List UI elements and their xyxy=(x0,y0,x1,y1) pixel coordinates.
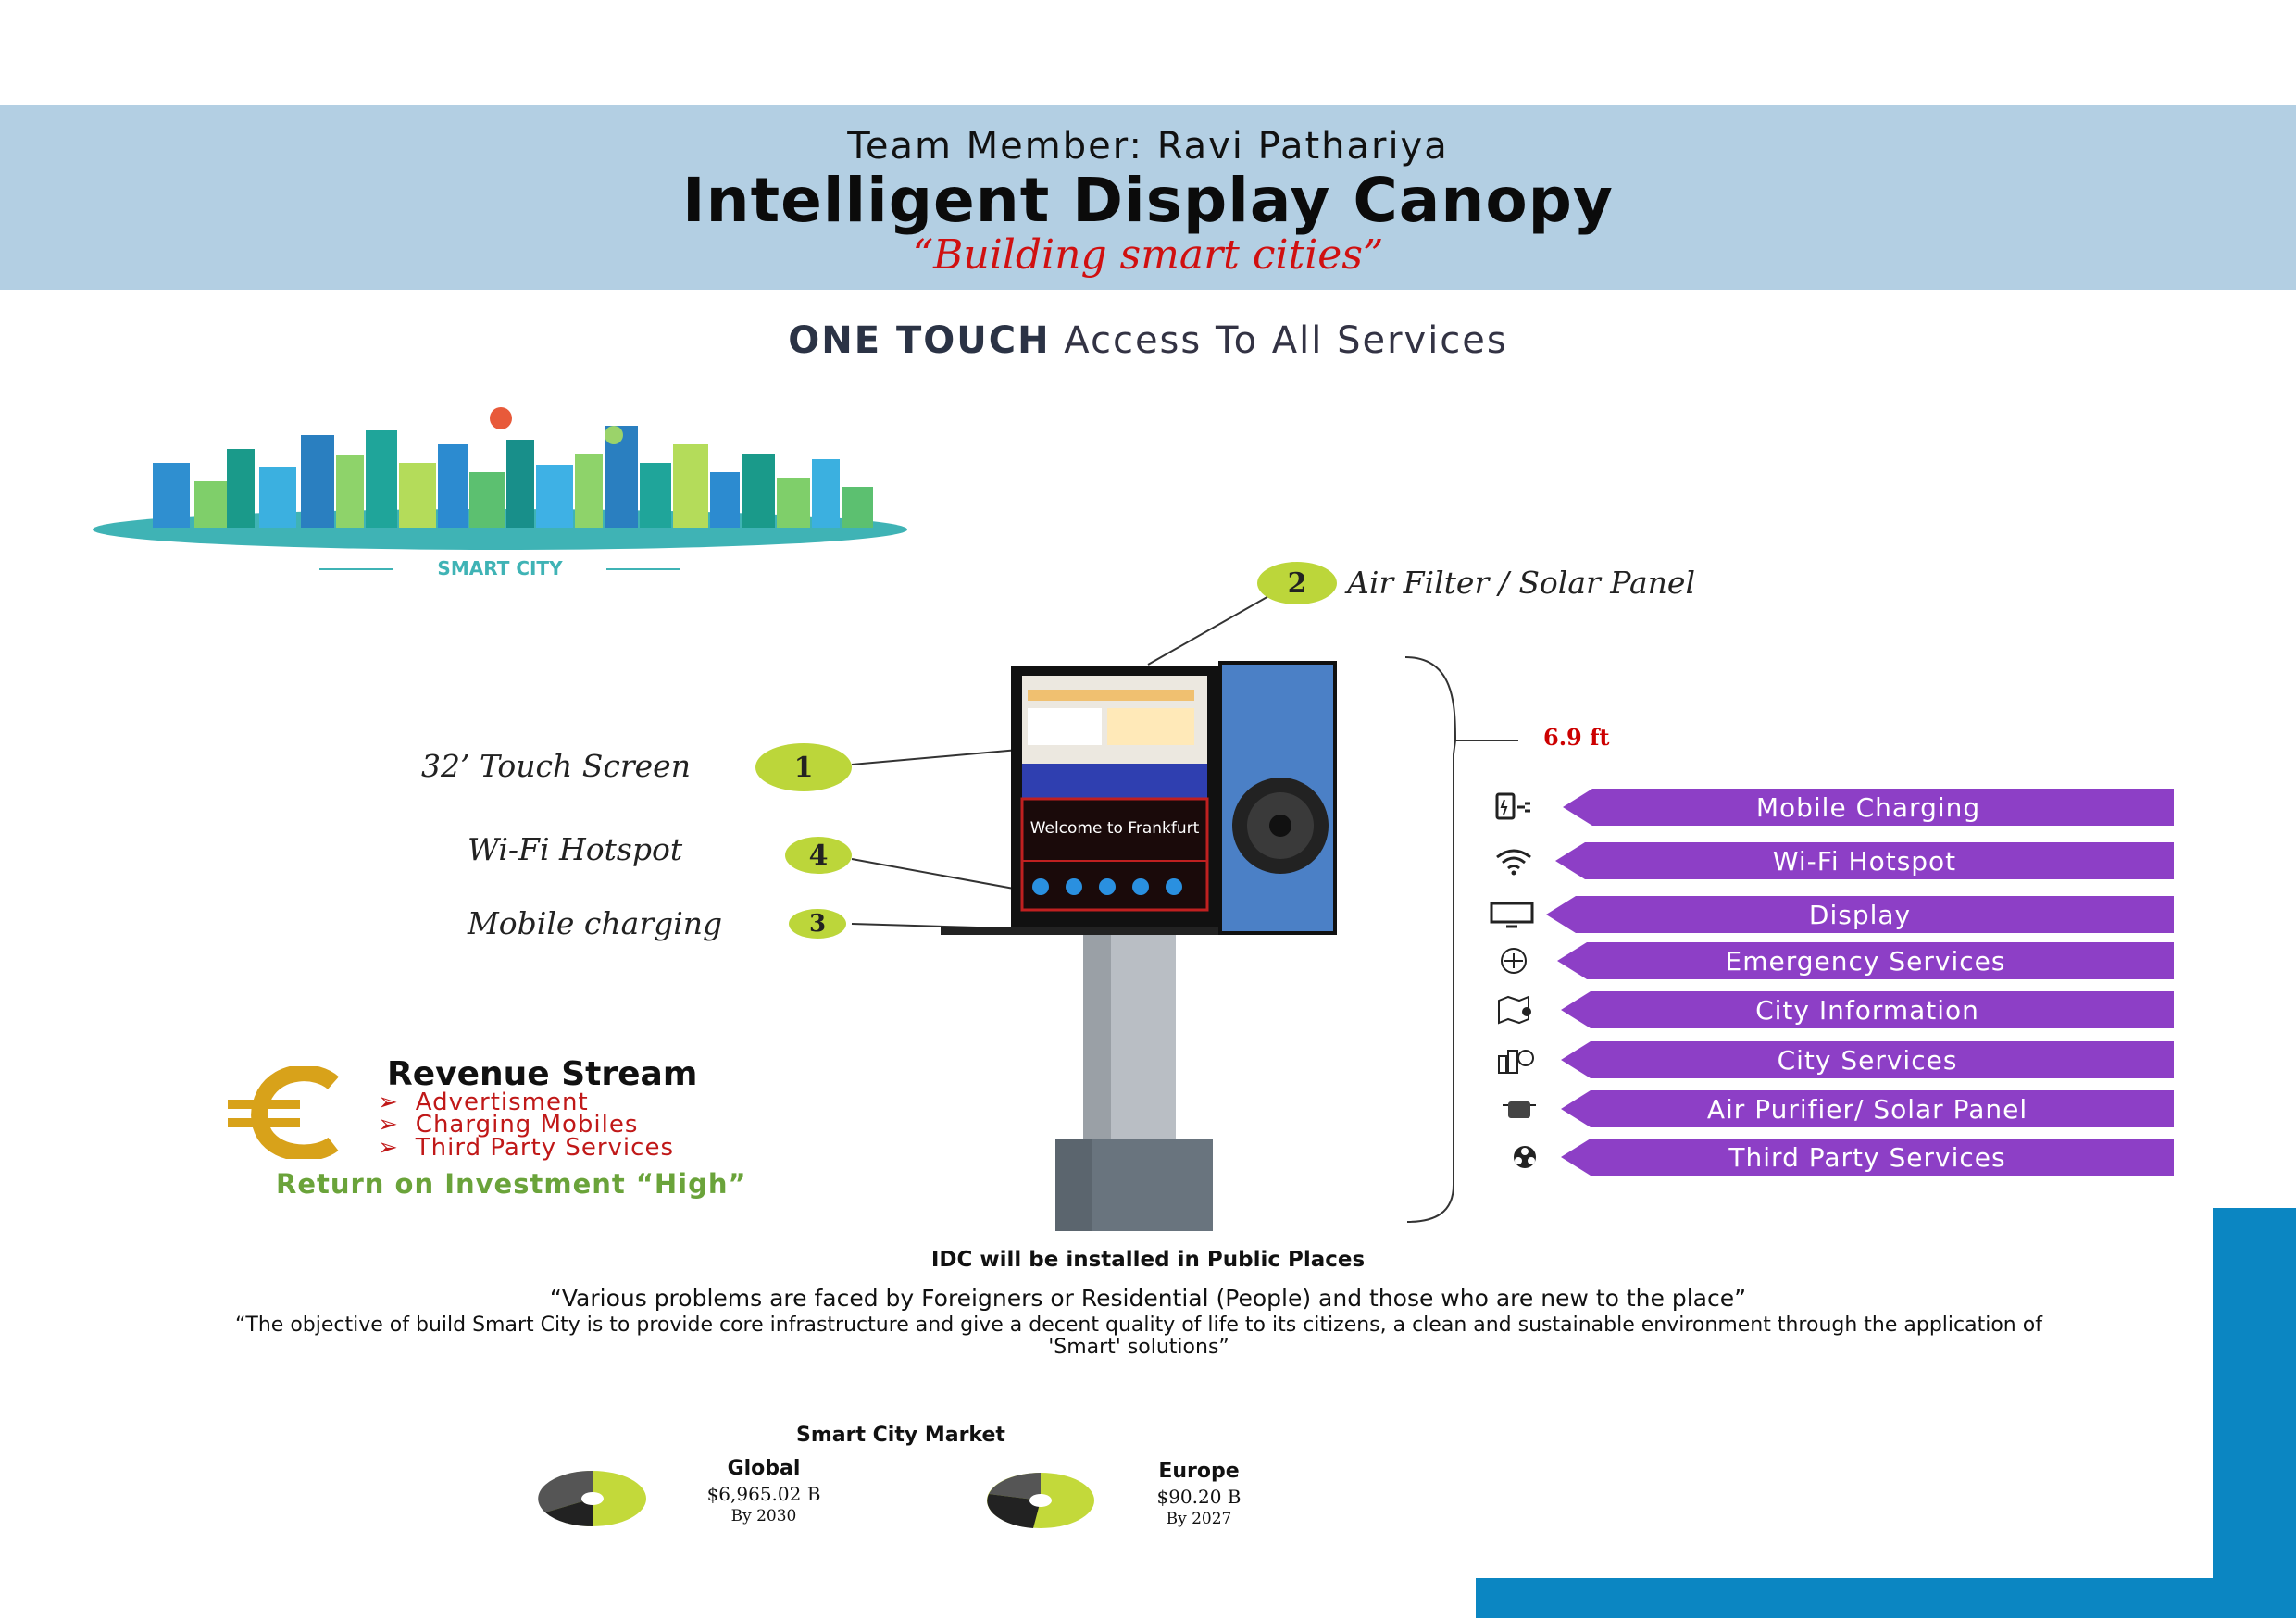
height-bracket xyxy=(1404,656,1518,1223)
city-buildings xyxy=(153,426,873,528)
callout-label-mobile-charging: Mobile charging xyxy=(468,905,723,941)
page-title: Intelligent Display Canopy xyxy=(682,165,1614,236)
revenue-item: ➢ Charging Mobiles xyxy=(378,1111,638,1139)
callout-badge-2: 2 xyxy=(1257,562,1337,604)
revenue-item-label: Advertisment xyxy=(415,1089,589,1116)
third-party-icon xyxy=(1502,1139,1548,1176)
callout-label-wifi: Wi-Fi Hotspot xyxy=(468,831,683,867)
accent-bar-bottom xyxy=(1476,1578,2296,1618)
balloon-icon xyxy=(605,426,623,444)
service-city-information[interactable]: City Information xyxy=(1561,991,2174,1028)
city-services-icon xyxy=(1492,1041,1539,1078)
roi-text: Return on Investment “High” xyxy=(276,1168,747,1200)
revenue-item-label: Third Party Services xyxy=(415,1134,674,1162)
arrow-bullet-icon: ➢ xyxy=(378,1111,399,1139)
service-wifi-hotspot[interactable]: Wi-Fi Hotspot xyxy=(1555,842,2174,879)
callout-badge-1: 1 xyxy=(755,743,852,791)
problem-quote: “Various problems are faced by Foreigner… xyxy=(549,1285,1747,1312)
one-touch-subtitle: ONE TOUCH Access To All Services xyxy=(0,319,2296,362)
kiosk-illustration: Welcome to Frankfurt xyxy=(941,661,1337,1231)
screen-welcome-text: Welcome to Frankfurt xyxy=(1030,819,1200,838)
callout-badge-3: 3 xyxy=(789,909,846,939)
global-market-donut xyxy=(538,1470,646,1527)
monitor-icon xyxy=(1489,896,1535,933)
revenue-item: ➢ Advertisment xyxy=(378,1089,589,1116)
callout-badge-4: 4 xyxy=(785,837,852,874)
air-purifier-icon xyxy=(1496,1090,1542,1127)
market-global-value: $6,965.02 B xyxy=(706,1483,821,1505)
market-global-by: By 2030 xyxy=(730,1507,797,1525)
objective-quote: “The objective of build Smart City is to… xyxy=(235,1313,2042,1359)
subtitle-bold: ONE TOUCH xyxy=(788,319,1051,362)
market-europe-by: By 2027 xyxy=(1166,1510,1232,1528)
market-europe-name: Europe xyxy=(1158,1460,1240,1483)
smart-city-label: SMART CITY xyxy=(437,557,563,579)
team-member: Team Member: Ravi Pathariya xyxy=(847,125,1449,168)
revenue-item-label: Charging Mobiles xyxy=(415,1111,639,1139)
phone-charging-icon xyxy=(1491,789,1537,826)
service-third-party[interactable]: Third Party Services xyxy=(1561,1139,2174,1176)
revenue-title: Revenue Stream xyxy=(387,1055,698,1093)
europe-market-donut xyxy=(987,1473,1094,1528)
emergency-icon xyxy=(1491,942,1537,979)
arrow-bullet-icon: ➢ xyxy=(378,1089,399,1116)
map-icon xyxy=(1492,991,1539,1028)
wifi-icon xyxy=(1491,842,1537,879)
market-global-name: Global xyxy=(727,1457,801,1480)
service-city-services[interactable]: City Services xyxy=(1561,1041,2174,1078)
callout-label-air-filter: Air Filter / Solar Panel xyxy=(1347,565,1696,601)
service-emergency-services[interactable]: Emergency Services xyxy=(1557,942,2174,979)
market-title: Smart City Market xyxy=(796,1424,1005,1447)
location-pin-icon xyxy=(490,407,512,429)
tagline: “Building smart cities” xyxy=(912,231,1384,279)
height-label: 6.9 ft xyxy=(1543,724,1610,751)
accent-bar-right xyxy=(2213,1208,2296,1618)
screen-app-icons xyxy=(1032,878,1182,895)
market-europe-value: $90.20 B xyxy=(1156,1486,1242,1508)
revenue-item: ➢ Third Party Services xyxy=(378,1134,674,1162)
subtitle-rest: Access To All Services xyxy=(1050,319,1508,362)
service-mobile-charging[interactable]: Mobile Charging xyxy=(1563,789,2174,826)
header-band xyxy=(0,105,2296,290)
installed-note: IDC will be installed in Public Places xyxy=(930,1248,1366,1272)
callout-label-touch-screen: 32’ Touch Screen xyxy=(421,748,691,784)
smart-city-illustration: SMART CITY xyxy=(93,407,907,579)
euro-icon xyxy=(228,1066,339,1159)
service-display[interactable]: Display xyxy=(1546,896,2174,933)
service-air-purifier[interactable]: Air Purifier/ Solar Panel xyxy=(1561,1090,2174,1127)
arrow-bullet-icon: ➢ xyxy=(378,1134,399,1162)
